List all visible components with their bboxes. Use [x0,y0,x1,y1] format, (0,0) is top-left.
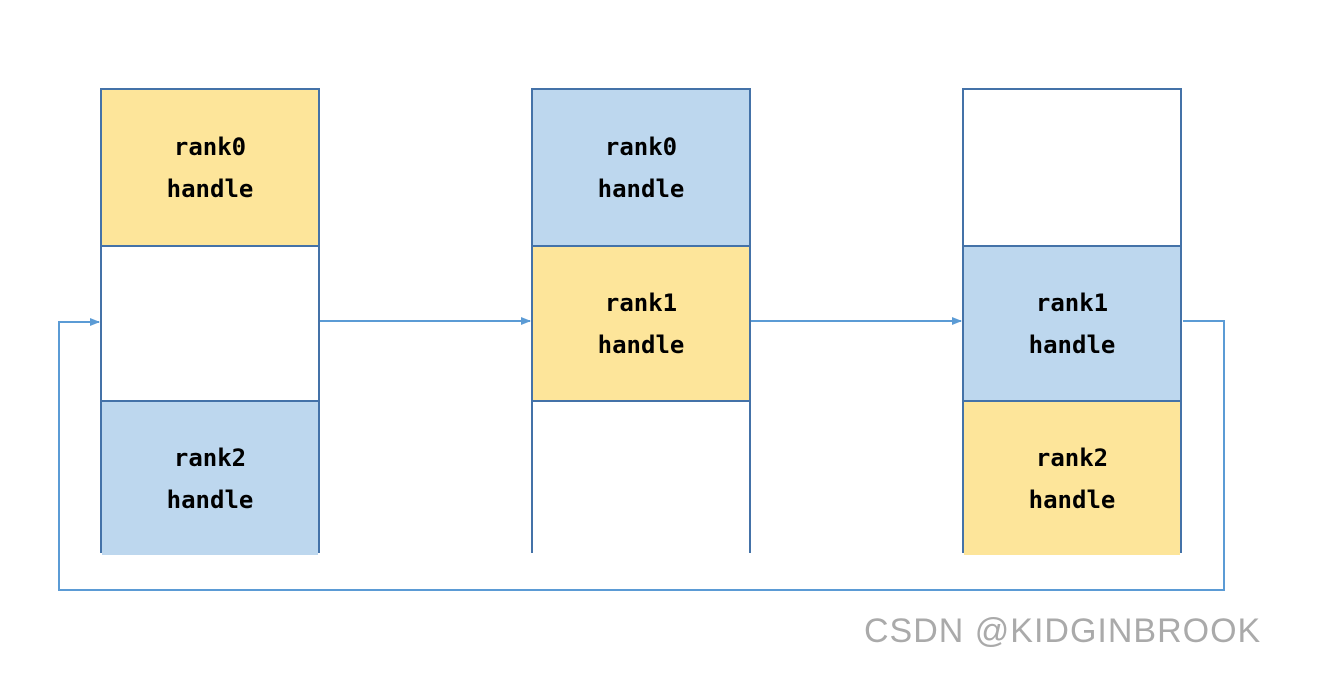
cell-col2-slot0 [964,90,1180,245]
cell-col2-slot1: rank1 handle [964,245,1180,400]
cell-col2-slot2: rank2 handle [964,400,1180,555]
cell-col0-slot2: rank2 handle [102,400,318,555]
cell-col0-slot2-line1: rank2 [173,443,247,472]
cell-col1-slot0: rank0 handle [533,90,749,245]
cell-col1-slot0-line2: handle [597,174,685,203]
buffer-column-1: rank0 handle rank1 handle [531,88,751,555]
cell-col0-slot1 [102,245,318,400]
cell-col0-slot0-line1: rank0 [173,132,247,161]
watermark: CSDN @KIDGINBROOK [864,612,1262,650]
cell-col1-slot2 [533,400,749,555]
cell-col0-slot2-line2: handle [166,485,254,514]
cell-col2-slot1-line1: rank1 [1035,288,1109,317]
cell-col1-slot1-line1: rank1 [604,288,678,317]
buffer-column-0: rank0 handle rank2 handle [100,88,320,555]
cell-col0-slot0: rank0 handle [102,90,318,245]
cell-col2-slot2-line2: handle [1028,485,1116,514]
cell-col1-slot0-line1: rank0 [604,132,678,161]
cell-col1-slot1: rank1 handle [533,245,749,400]
cell-col1-slot1-line2: handle [597,330,685,359]
cell-col2-slot2-line1: rank2 [1035,443,1109,472]
buffer-column-2: rank1 handle rank2 handle [962,88,1182,555]
cell-col2-slot1-line2: handle [1028,330,1116,359]
cell-col0-slot0-line2: handle [166,174,254,203]
arrow-col2-wraparound-to-col0 [58,318,1225,591]
